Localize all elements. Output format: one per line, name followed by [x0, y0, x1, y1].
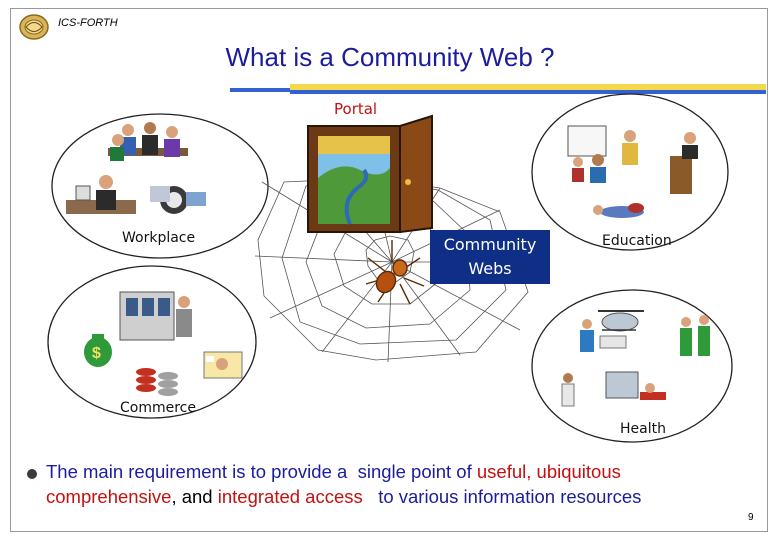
bullet-marker — [27, 469, 37, 479]
requirement-line1: The main requirement is to provide a sin… — [46, 461, 621, 482]
commerce-label: Commerce — [120, 400, 196, 416]
dollar-sign: $ — [92, 345, 101, 362]
money-bag-clipart — [84, 334, 112, 367]
commerce-atm-clipart — [119, 291, 192, 341]
coins-stack-clipart — [136, 368, 178, 396]
community-webs-line1: Community — [443, 235, 537, 254]
slide-frame — [10, 8, 768, 532]
title-rule-blue — [230, 88, 766, 92]
org-name: ICS-FORTH — [58, 17, 118, 29]
ics-forth-logo — [19, 14, 49, 40]
health-label: Health — [620, 421, 666, 437]
workplace-label: Workplace — [122, 230, 196, 246]
workplace-office-clipart — [66, 175, 206, 214]
health-staff-clipart — [561, 315, 710, 407]
education-label: Education — [602, 233, 672, 249]
requirement-line2: comprehensive, and integrated access to … — [46, 486, 642, 507]
portal-door-clipart — [307, 114, 433, 234]
title-rule-yellow — [290, 84, 766, 90]
education-ellipse — [531, 93, 729, 251]
workplace-meeting-clipart — [108, 122, 188, 161]
portal-label: Portal — [334, 100, 378, 118]
requirement-text: The main requirement is to provide a sin… — [46, 459, 641, 509]
customer-service-clipart — [203, 351, 243, 379]
community-webs-box: Community Webs — [430, 230, 550, 284]
spider — [365, 240, 425, 305]
health-ellipse — [531, 289, 733, 443]
health-helicopter-clipart — [598, 310, 644, 332]
page-number: 9 — [748, 512, 754, 523]
slide-title: What is a Community Web ? — [225, 42, 555, 72]
title-rule-blue-lower — [290, 92, 766, 94]
education-classroom-clipart — [567, 125, 698, 218]
community-webs-line2: Webs — [468, 259, 512, 278]
commerce-ellipse — [47, 265, 257, 419]
